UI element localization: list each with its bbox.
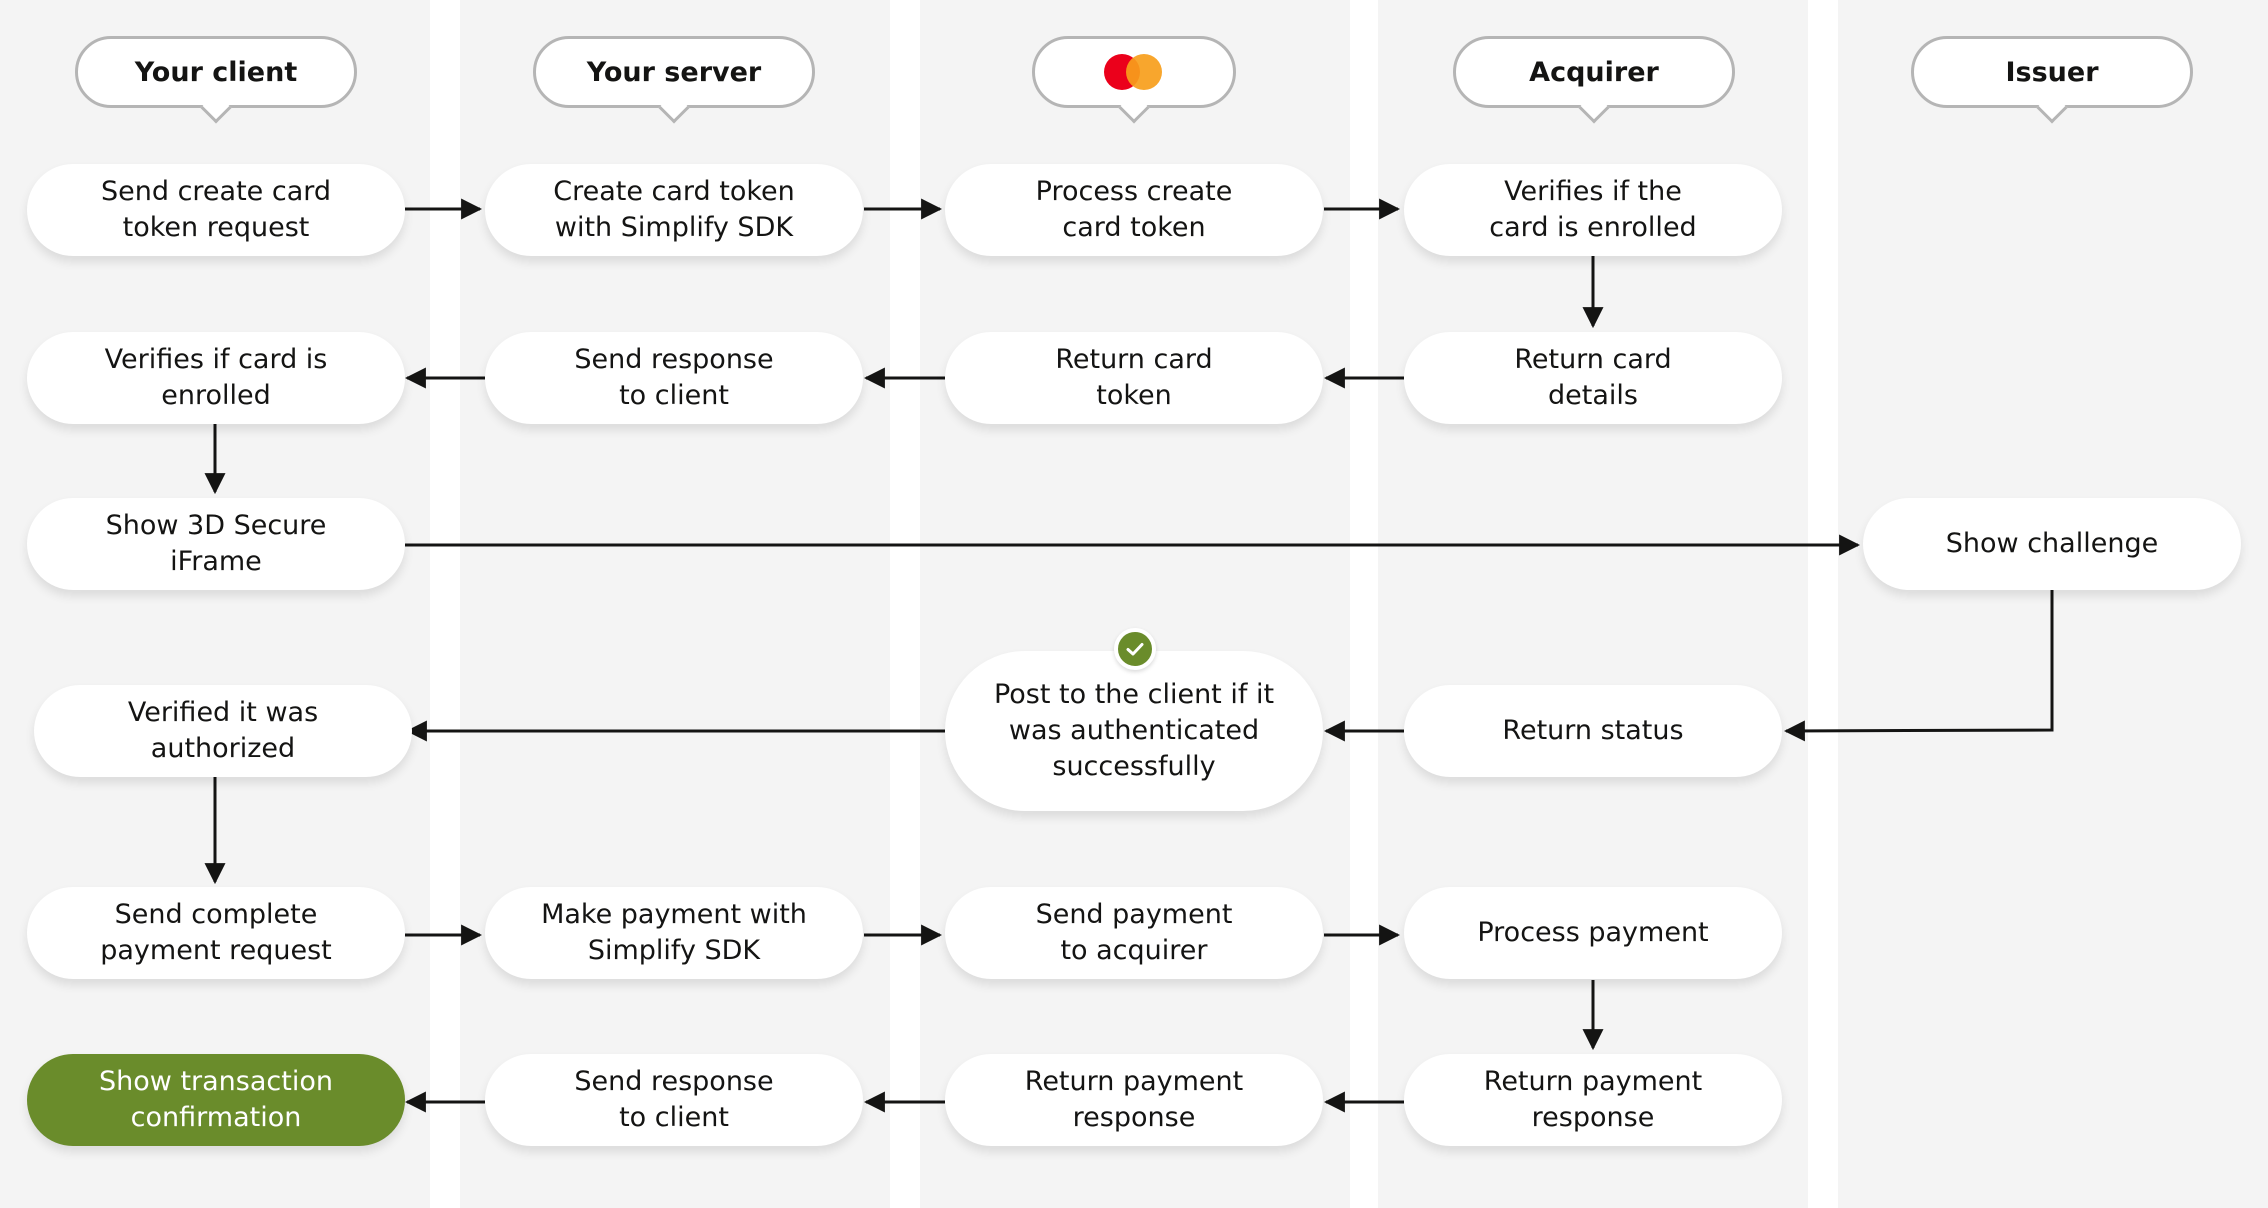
node-network-return-payment-response: Return payment response [945, 1054, 1323, 1146]
node-acquirer-return-payment-response: Return payment response [1404, 1054, 1782, 1146]
arrow-issuer-to-acquirer-status [1783, 590, 2054, 742]
node-send-payment-to-acquirer: Send payment to acquirer [945, 887, 1323, 979]
node-verified-authorized: Verified it was authorized [34, 685, 412, 777]
node-show-transaction-confirmation: Show transaction confirmation [27, 1054, 405, 1146]
mastercard-logo-icon [1104, 54, 1164, 90]
node-send-create-card-token: Send create card token request [27, 164, 405, 256]
node-return-status: Return status [1404, 685, 1782, 777]
node-server-send-response-2: Send response to client [485, 1054, 863, 1146]
header-your-server: Your server [533, 36, 815, 124]
header-label: Issuer [2005, 56, 2099, 88]
node-return-card-token: Return card token [945, 332, 1323, 424]
mastercard-orange-circle [1126, 54, 1162, 90]
node-return-card-details: Return card details [1404, 332, 1782, 424]
node-client-verifies-enrolled: Verifies if card is enrolled [27, 332, 405, 424]
node-acquirer-verifies-enrolled: Verifies if the card is enrolled [1404, 164, 1782, 256]
header-acquirer: Acquirer [1453, 36, 1735, 124]
check-circle-icon [1114, 628, 1156, 670]
node-process-payment: Process payment [1404, 887, 1782, 979]
node-show-challenge: Show challenge [1863, 498, 2241, 590]
node-show-3d-secure: Show 3D Secure iFrame [27, 498, 405, 590]
node-create-card-token: Create card token with Simplify SDK [485, 164, 863, 256]
node-process-create-card-token: Process create card token [945, 164, 1323, 256]
header-label: Your client [134, 56, 298, 88]
header-issuer: Issuer [1911, 36, 2193, 124]
node-server-send-response: Send response to client [485, 332, 863, 424]
header-label: Acquirer [1529, 56, 1659, 88]
header-label: Your server [586, 56, 762, 88]
node-post-to-client: Post to the client if it was authenticat… [945, 651, 1323, 811]
node-make-payment: Make payment with Simplify SDK [485, 887, 863, 979]
header-your-client: Your client [75, 36, 357, 124]
header-card-network [1032, 36, 1236, 124]
node-send-complete-payment: Send complete payment request [27, 887, 405, 979]
